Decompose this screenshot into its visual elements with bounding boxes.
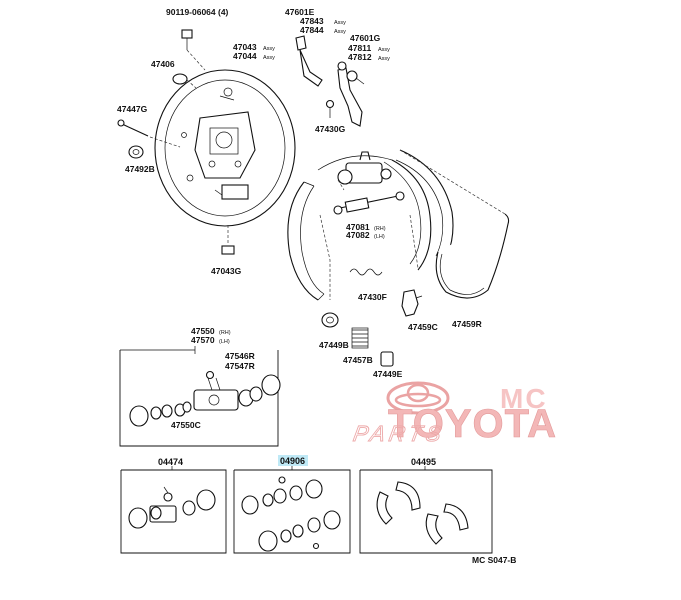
label-47449b: 47449B [319, 340, 349, 350]
parking-brake-cable [399, 149, 510, 299]
label-47449e: 47449E [373, 369, 403, 379]
hole-plug [172, 73, 197, 89]
backing-plate [154, 69, 296, 227]
kit-labels: 04474 04906 04495 [158, 455, 436, 467]
label-47082: 47082 [346, 230, 370, 240]
shoe-hold-down-pin [117, 119, 181, 148]
label-47550-sub: (RH) [219, 330, 231, 336]
toyota-emblem-outer [386, 381, 450, 415]
bleeder-screw [221, 225, 235, 255]
kit-label-04495: 04495 [411, 457, 436, 467]
bolt [181, 29, 206, 71]
logo-parts: PARTS [351, 421, 447, 446]
kit-box-04906 [233, 466, 351, 554]
label-47043g: 47043G [211, 266, 242, 276]
kit-label-04906[interactable]: 04906 [280, 456, 305, 466]
label-47812-sub: Assy [378, 56, 390, 62]
wheel-cylinder-box [119, 346, 281, 447]
label-47044-sub: Assy [263, 55, 275, 61]
label-47457b: 47457B [343, 355, 373, 365]
mc-toyota-watermark: MC TOYOTA PARTS [351, 381, 557, 446]
label-47811: 47811 [348, 43, 371, 53]
shoe-hold-down-spring-cup [321, 312, 339, 328]
label-47570: 47570 [191, 335, 215, 345]
cable-clip [401, 289, 423, 317]
label-47546r: 47546R [225, 351, 255, 361]
label-47044: 47044 [233, 51, 257, 61]
kit-label-04474: 04474 [158, 457, 183, 467]
diagram-code: MC S047-B [472, 555, 516, 565]
hold-down-spring [351, 327, 369, 349]
label-47844-sub: Assy [334, 29, 346, 35]
label-47570-sub: (LH) [219, 339, 230, 345]
highlight-04906 [278, 455, 308, 466]
label-47601e: 47601E [285, 7, 315, 17]
label-47430f: 47430F [358, 292, 387, 302]
label-47601g: 47601G [350, 33, 381, 43]
label-47550: 47550 [191, 326, 215, 336]
return-spring [349, 268, 383, 276]
label-47043-sub: Assy [263, 46, 275, 52]
adjusting-lever-spring [325, 99, 335, 118]
logo-toyota: TOYOTA [388, 402, 557, 446]
label-47812: 47812 [348, 52, 372, 62]
adjuster-assembly [333, 191, 405, 215]
label-47811-sub: Assy [378, 47, 390, 53]
label-47430g: 47430G [315, 124, 346, 134]
label-47547r: 47547R [225, 361, 255, 371]
label-47081-sub: (RH) [374, 226, 386, 232]
label-47459c: 47459C [408, 322, 438, 332]
toyota-emblem-band [394, 392, 442, 408]
brake-shoe-left [287, 181, 325, 301]
label-47550c: 47550C [171, 420, 201, 430]
label-47492b: 47492B [125, 164, 155, 174]
parking-brake-lever [295, 35, 365, 127]
label-47843: 47843 [300, 16, 324, 26]
label-47843-sub: Assy [334, 20, 346, 26]
label-90119: 90119-06064 (4) [166, 7, 229, 17]
hold-down-cup [128, 145, 144, 159]
label-47459r: 47459R [452, 319, 482, 329]
label-47447g: 47447G [117, 104, 148, 114]
label-47844: 47844 [300, 25, 324, 35]
label-47043: 47043 [233, 42, 257, 52]
label-47081: 47081 [346, 222, 370, 232]
toyota-emblem-inner [406, 383, 430, 403]
label-47406: 47406 [151, 59, 175, 69]
logo-mc: MC [500, 383, 548, 414]
kit-box-04474 [120, 466, 227, 554]
label-47082-sub: (LH) [374, 234, 385, 240]
brake-shoe-rear [317, 155, 432, 271]
part-labels: 90119-06064 (4) 47601E 47843 Assy 47844 … [117, 7, 516, 565]
kit-box-04495 [359, 466, 493, 554]
hold-down-cup-small [380, 351, 394, 367]
